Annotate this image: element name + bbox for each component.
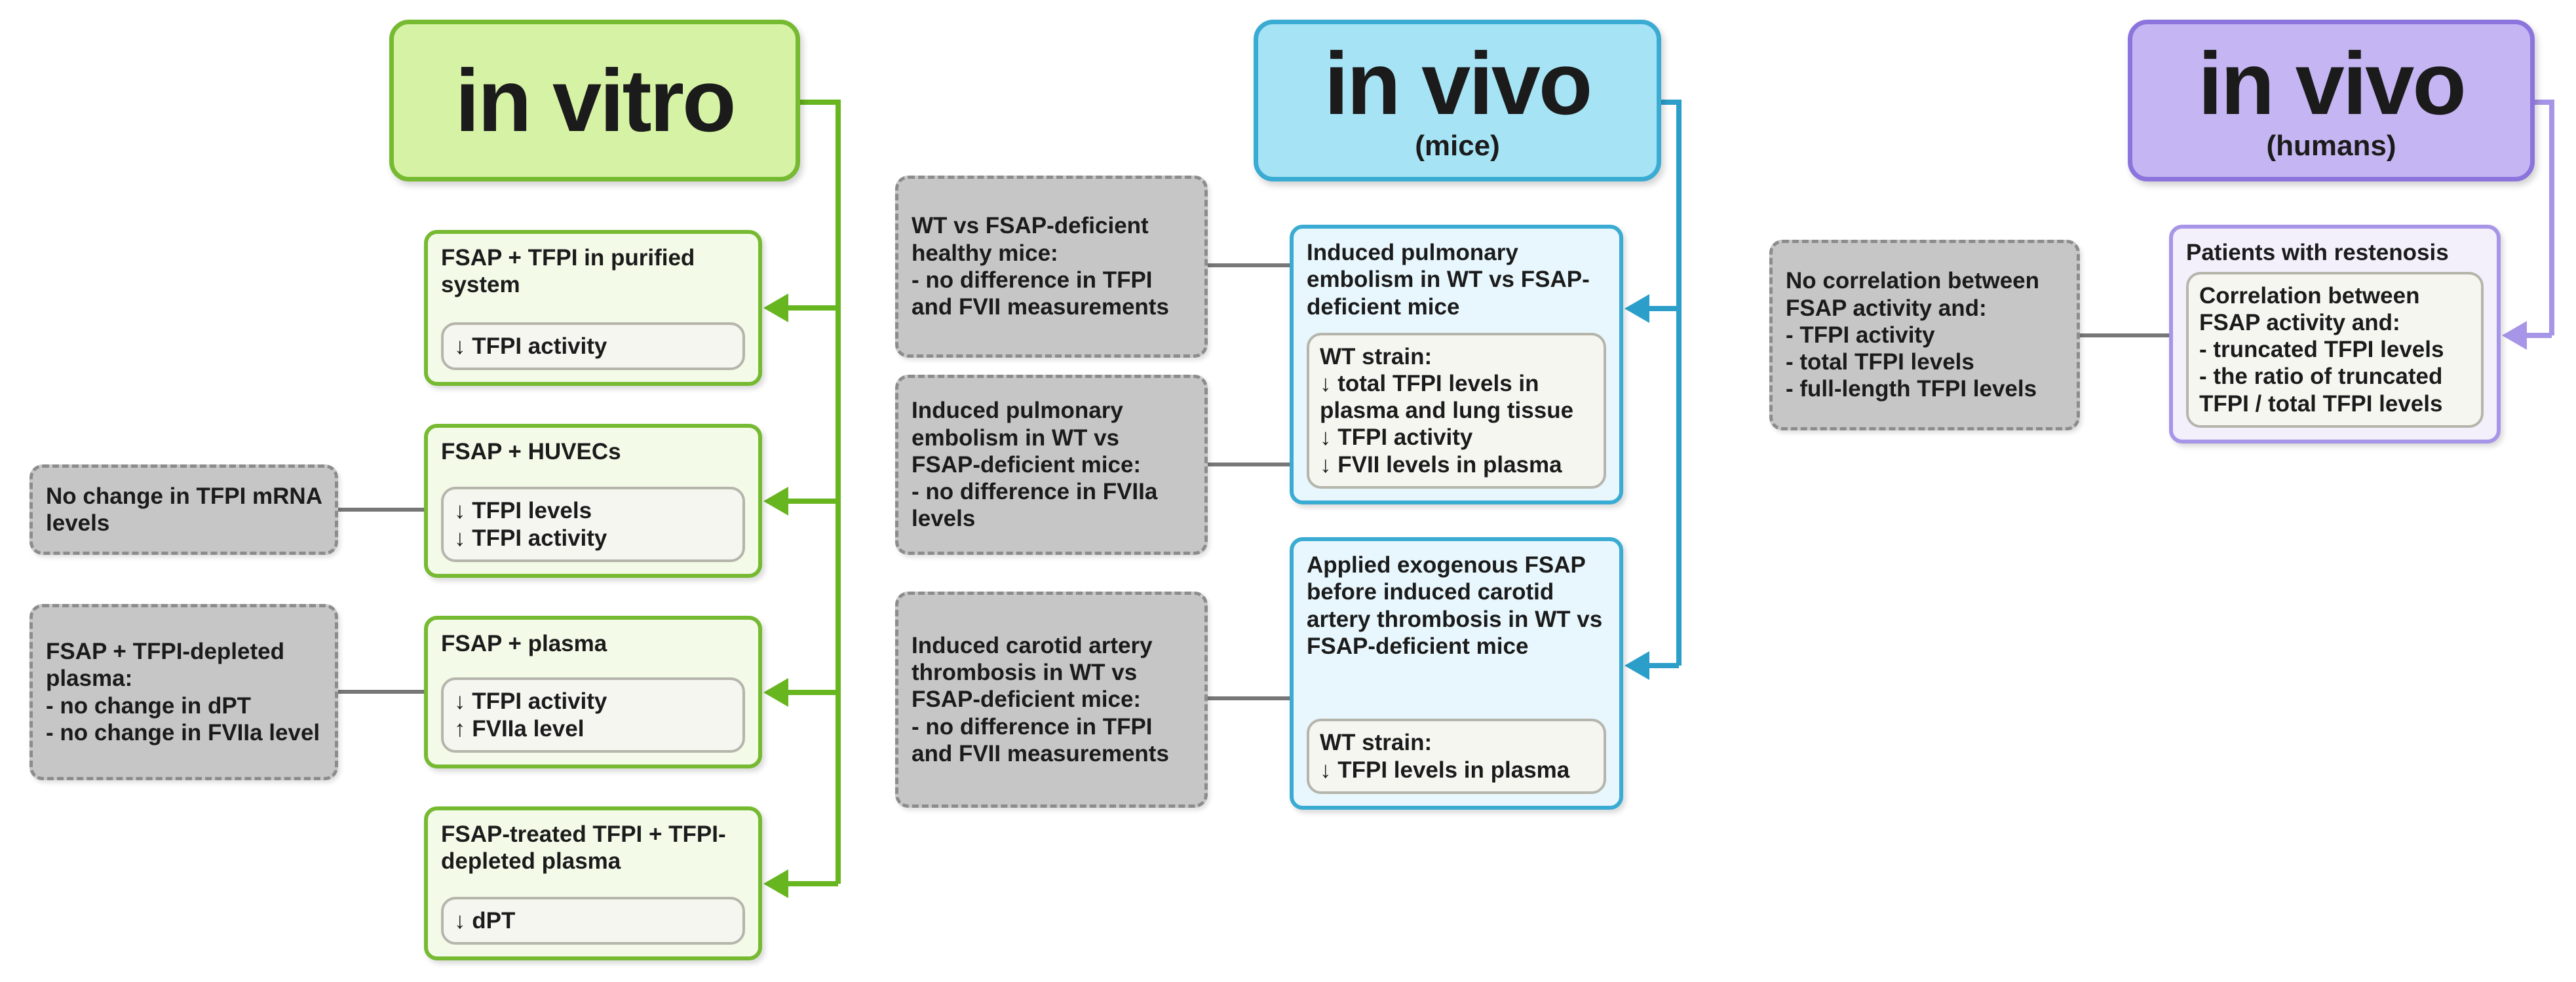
invitro-negative-mrna: No change in TFPI mRNA levels [29, 464, 338, 555]
humans-flow-arrow [2502, 100, 2554, 350]
experiment-title: FSAP + plasma [441, 631, 607, 656]
experiment-title: Induced pulmonary embolism in WT vs FSAP… [1307, 240, 1590, 320]
experiment-result: Correlation between FSAP activity and: -… [2186, 271, 2484, 428]
in-vivo-humans-header: in vivo (humans) [2128, 20, 2535, 181]
negative-finding-text: Induced pulmonary embolism in WT vs FSAP… [912, 398, 1158, 532]
experiment-title: FSAP + HUVECs [441, 439, 621, 464]
gray-connector-lines [338, 263, 2169, 700]
negative-finding-text: No correlation between FSAP activity and… [1786, 268, 2040, 402]
negative-finding-text: No change in TFPI mRNA levels [46, 483, 322, 536]
mice-exp-exogenous-fsap: Applied exogenous FSAP before induced ca… [1290, 537, 1623, 810]
experiment-title: FSAP-treated TFPI + TFPI-depleted plasma [441, 821, 726, 875]
in-vivo-mice-header-subtitle: (mice) [1415, 129, 1500, 162]
in-vitro-header: in vitro [389, 20, 800, 181]
humans-negative-no-correlation: No correlation between FSAP activity and… [1769, 240, 2080, 430]
humans-exp-restenosis: Patients with restenosis Correlation bet… [2169, 225, 2501, 444]
negative-finding-text: FSAP + TFPI-depleted plasma: - no change… [46, 638, 320, 746]
mice-flow-arrows [1624, 100, 1682, 680]
in-vivo-humans-header-title: in vivo [2198, 33, 2467, 133]
invitro-negative-depleted-plasma: FSAP + TFPI-depleted plasma: - no change… [29, 604, 338, 780]
mice-exp-pulmonary-embolism: Induced pulmonary embolism in WT vs FSAP… [1290, 225, 1623, 504]
experiment-result: ↓ dPT [441, 896, 745, 945]
experiment-result: ↓ TFPI activity ↑ FVIIa level [441, 677, 745, 753]
negative-finding-text: Induced carotid artery thrombosis in WT … [912, 632, 1169, 766]
in-vitro-flow-arrows [763, 100, 841, 898]
in-vivo-mice-header: in vivo (mice) [1254, 20, 1661, 181]
experiment-title: FSAP + TFPI in purified system [441, 245, 695, 298]
mice-negative-healthy: WT vs FSAP-deficient healthy mice: - no … [895, 176, 1208, 358]
in-vivo-humans-header-subtitle: (humans) [2266, 129, 2396, 162]
experiment-result: WT strain: ↓ total TFPI levels in plasma… [1307, 332, 1606, 489]
experiment-result: ↓ TFPI activity [441, 322, 745, 370]
invitro-exp-plasma: FSAP + plasma ↓ TFPI activity ↑ FVIIa le… [424, 616, 762, 768]
experiment-title: Applied exogenous FSAP before induced ca… [1307, 552, 1603, 659]
mice-negative-carotid: Induced carotid artery thrombosis in WT … [895, 592, 1208, 808]
invitro-exp-treated-tfpi: FSAP-treated TFPI + TFPI-depleted plasma… [424, 806, 762, 960]
experiment-result: ↓ TFPI levels ↓ TFPI activity [441, 487, 745, 562]
in-vitro-header-title: in vitro [455, 51, 736, 150]
negative-finding-text: WT vs FSAP-deficient healthy mice: - no … [912, 213, 1169, 320]
in-vivo-mice-header-title: in vivo [1324, 33, 1593, 133]
invitro-exp-purified-system: FSAP + TFPI in purified system ↓ TFPI ac… [424, 230, 762, 386]
mice-negative-pe-fviia: Induced pulmonary embolism in WT vs FSAP… [895, 375, 1208, 555]
experiment-title: Patients with restenosis [2186, 240, 2449, 265]
invitro-exp-huvecs: FSAP + HUVECs ↓ TFPI levels ↓ TFPI activ… [424, 424, 762, 578]
experiment-result: WT strain: ↓ TFPI levels in plasma [1307, 719, 1606, 794]
